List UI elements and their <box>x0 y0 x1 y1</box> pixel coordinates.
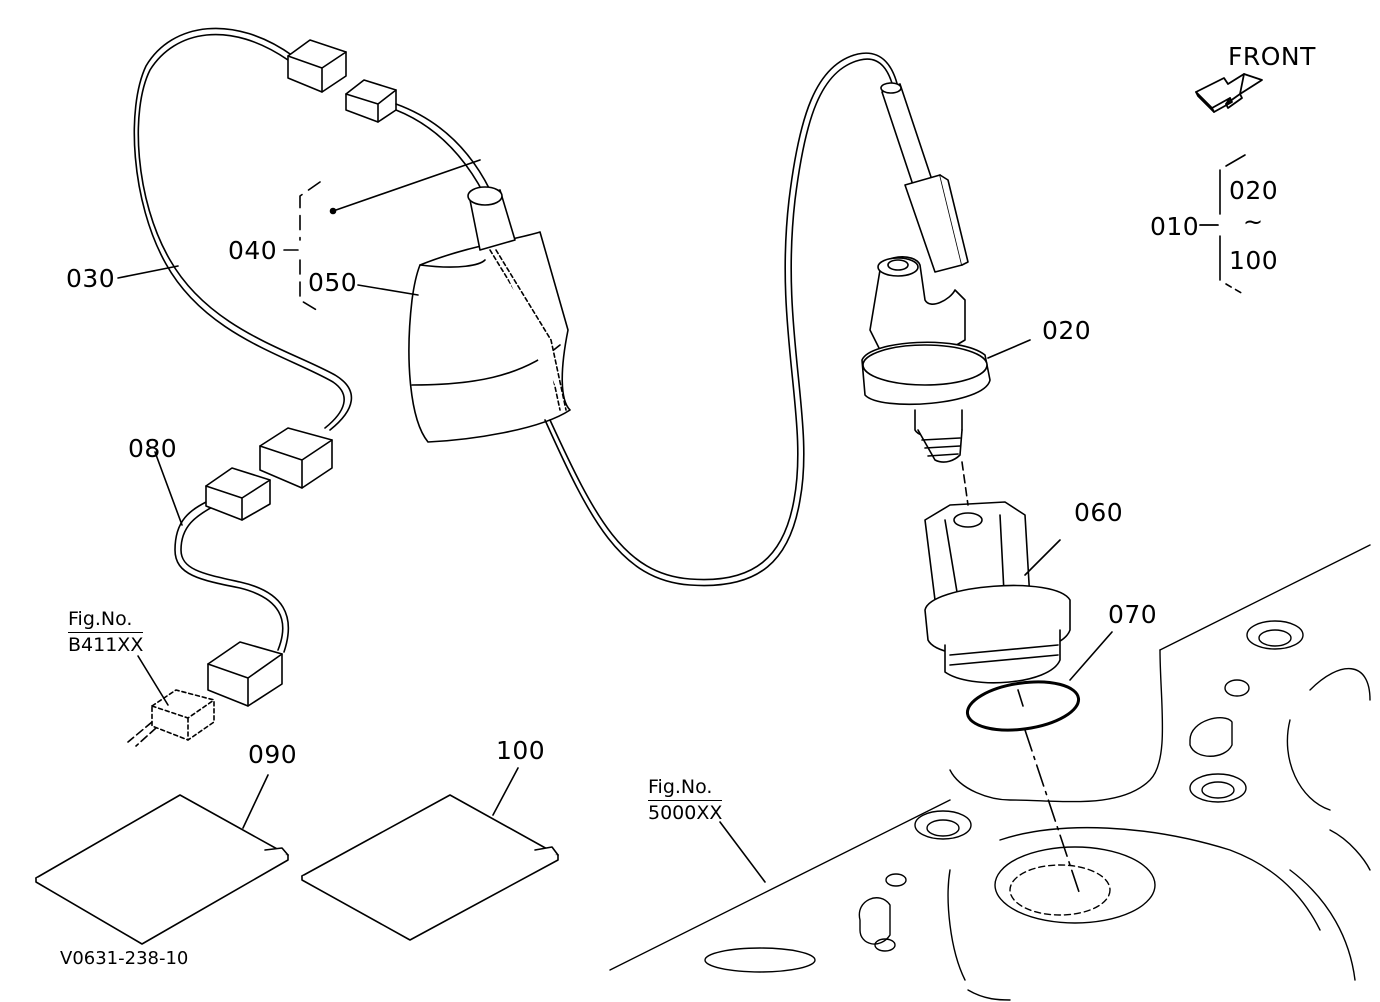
engine-block <box>609 544 1371 1001</box>
connector-top-b <box>345 79 397 123</box>
fig-ref-right: Fig.No. 5000XX <box>648 776 723 826</box>
fig-ref-right-prefix: Fig.No. <box>648 776 713 798</box>
bracket-040 <box>283 159 481 313</box>
part-050-label: 050 <box>308 268 358 297</box>
connector-top-a <box>287 39 347 93</box>
front-arrow-icon <box>1195 73 1263 113</box>
fig-ref-right-number: 5000XX <box>648 799 723 824</box>
leader-5000xx <box>719 821 766 883</box>
label-sheet-090 <box>35 774 289 945</box>
part-080-label: 080 <box>128 434 178 463</box>
part-100-range-label: 100 <box>1229 246 1279 275</box>
fig-ref-left-number: B411XX <box>68 631 144 656</box>
part-020-label: 020 <box>1042 316 1092 345</box>
label-sheet-100 <box>301 767 559 941</box>
adapter-060 <box>924 461 1071 684</box>
wire-050 <box>395 103 491 195</box>
connector-080-b <box>205 467 271 521</box>
fig-ref-left: Fig.No. B411XX <box>68 608 144 658</box>
part-020-range-label: 020 <box>1229 176 1279 205</box>
connector-080-c <box>207 641 283 707</box>
part-070-label: 070 <box>1108 600 1158 629</box>
part-060-label: 060 <box>1074 498 1124 527</box>
connector-b411xx <box>151 689 215 741</box>
part-030-label: 030 <box>66 264 116 293</box>
part-100-label: 100 <box>496 736 546 765</box>
sensor-050 <box>357 186 571 443</box>
connector-080-a <box>259 427 333 489</box>
part-010-label: 010 <box>1150 212 1200 241</box>
range-separator: ~ <box>1243 208 1264 236</box>
fig-ref-left-prefix: Fig.No. <box>68 608 133 630</box>
connector-020 <box>880 82 969 273</box>
o-ring-070 <box>965 631 1113 896</box>
front-label: FRONT <box>1228 42 1316 71</box>
harness-030 <box>117 27 353 431</box>
wire-b411xx <box>127 655 169 747</box>
pressure-switch-020 <box>861 255 1031 463</box>
drawing-id: V0631-238-10 <box>60 948 189 969</box>
harness-080 <box>154 451 290 653</box>
part-040-label: 040 <box>228 236 278 265</box>
part-090-label: 090 <box>248 740 298 769</box>
wire-050-020 <box>544 52 900 587</box>
